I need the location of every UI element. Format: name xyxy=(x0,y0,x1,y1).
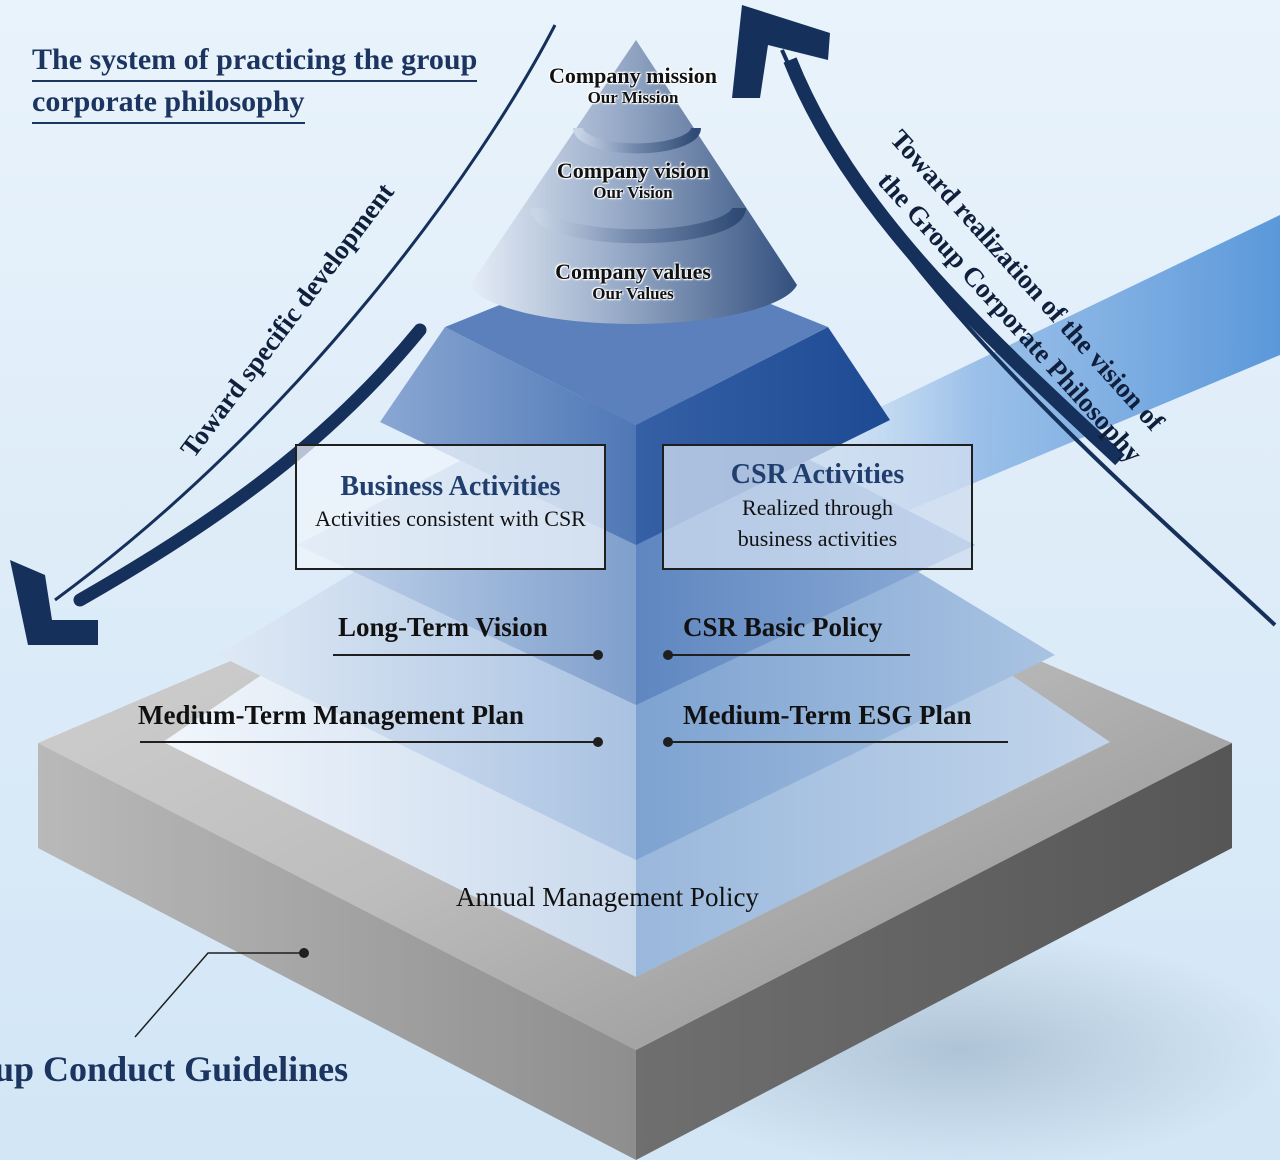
conduct-guidelines-label: up Conduct Guidelines xyxy=(0,1049,349,1089)
mid-term-esg-label: Medium-Term ESG Plan xyxy=(683,700,972,730)
left-arrow-curve xyxy=(54,24,557,602)
title-line-1: The system of practicing the group xyxy=(32,40,478,82)
cone-shape xyxy=(470,40,797,324)
business-heading: Business Activities xyxy=(340,471,561,502)
base-right-face xyxy=(636,743,1232,1160)
annual-policy-label: Annual Management Policy xyxy=(456,882,759,912)
vision-label: Company vision xyxy=(556,158,710,183)
values-sub: Our Values xyxy=(592,284,674,303)
csr-heading: CSR Activities xyxy=(730,459,905,490)
right-arrow-head xyxy=(732,5,830,98)
cone-vision: Company vision Our Vision xyxy=(503,159,763,203)
business-body: Activities consistent with CSR xyxy=(315,506,586,531)
csr-body-line-1: Realized through xyxy=(742,495,893,520)
mid-term-plan-label: Medium-Term Management Plan xyxy=(138,700,524,730)
csr-basic-policy-label: CSR Basic Policy xyxy=(683,612,883,642)
long-term-vision-label: Long-Term Vision xyxy=(338,612,548,642)
page-title: The system of practicing the group corpo… xyxy=(32,40,478,124)
left-arrow-head xyxy=(10,560,98,645)
csr-activities-box: CSR Activities Realized through business… xyxy=(662,444,973,570)
mission-sub: Our Mission xyxy=(587,88,679,107)
right-arrow-body xyxy=(783,57,1125,466)
left-arrow-body xyxy=(73,323,427,607)
mission-label: Company mission xyxy=(548,63,718,88)
title-line-2: corporate philosophy xyxy=(32,82,305,124)
cone-ring-1 xyxy=(573,127,701,154)
cone-values: Company values Our Values xyxy=(503,260,763,304)
base-left-face xyxy=(38,743,636,1160)
values-label: Company values xyxy=(555,259,711,284)
csr-body-line-2: business activities xyxy=(737,526,898,551)
business-activities-box: Business Activities Activities consisten… xyxy=(295,444,606,570)
leader-conduct-guidelines xyxy=(134,952,304,1038)
vision-sub: Our Vision xyxy=(593,183,673,202)
cone-ring-2 xyxy=(530,207,746,244)
cone-mission: Company mission Our Mission xyxy=(503,64,763,108)
